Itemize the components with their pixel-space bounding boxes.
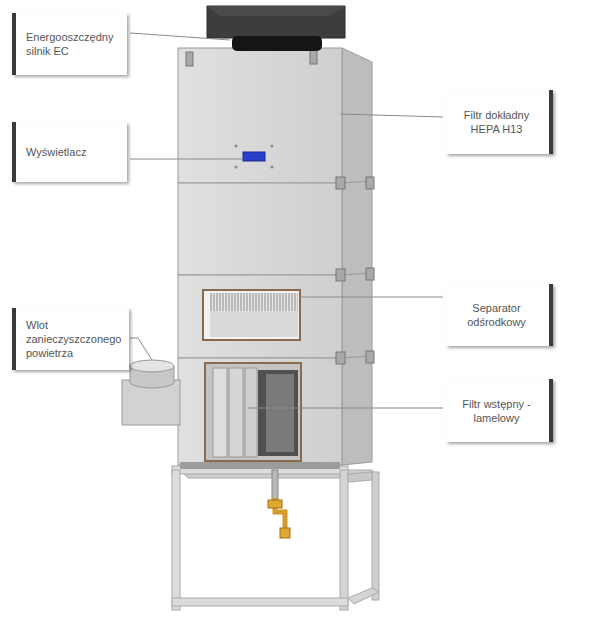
valve-body — [268, 500, 282, 508]
stand-bar — [348, 588, 379, 604]
stand-bar — [348, 472, 372, 482]
housing-section — [178, 275, 342, 358]
callout-box: Filtr dokładny HEPA H13 — [446, 90, 553, 154]
display-screen — [243, 152, 265, 161]
callout-label: Filtr dokładny HEPA H13 — [454, 108, 539, 136]
stand-leg — [372, 472, 379, 600]
leader-line — [130, 338, 152, 360]
leader-line — [248, 408, 443, 409]
housing-section — [178, 358, 342, 465]
leader-line — [300, 297, 443, 298]
latch — [336, 269, 345, 281]
inlet-opening — [130, 360, 174, 372]
lamella — [229, 368, 243, 457]
lamella — [245, 368, 257, 457]
latch — [186, 52, 193, 66]
latches — [186, 50, 374, 364]
prefilter-door — [205, 363, 301, 461]
separator-chamber — [210, 311, 298, 337]
motor-cap — [207, 6, 345, 38]
screw — [271, 145, 274, 148]
prefilter-cavity — [266, 374, 294, 452]
separator-grille — [210, 293, 298, 311]
housing-section — [178, 48, 342, 183]
screw — [271, 166, 274, 169]
leader-line — [130, 33, 230, 40]
separator-window — [203, 290, 300, 340]
stand-leg — [172, 470, 180, 610]
callout-box: Energooszczędny silnik EC — [12, 13, 127, 75]
display-screws — [235, 145, 274, 169]
callout-label: Filtr wstępny - lamelowy — [454, 397, 539, 425]
screw — [235, 145, 238, 148]
callout-box: Wyświetlacz — [12, 122, 127, 182]
callout-box: Wlot zanieczyszczonego powietrza — [12, 308, 129, 370]
leader-lines — [130, 33, 443, 408]
stand-leg — [340, 470, 348, 610]
drain-valve — [268, 470, 290, 538]
callout-label: Separator odśrodkowy — [454, 301, 539, 329]
screw — [235, 166, 238, 169]
leader-line — [130, 159, 242, 160]
latch — [366, 177, 374, 189]
callout-box: Separator odśrodkowy — [446, 284, 553, 346]
housing-section — [178, 183, 342, 275]
motor-base — [232, 36, 322, 51]
prefilter-cavity — [258, 370, 298, 456]
latch — [366, 351, 374, 363]
latch — [310, 50, 317, 64]
latch — [366, 268, 374, 280]
air-inlet — [122, 360, 180, 425]
stand-frame — [172, 466, 379, 610]
callout-label: Wyświetlacz — [26, 145, 119, 159]
bottom-tray — [180, 462, 340, 469]
leader-line — [340, 114, 443, 117]
housing-side — [342, 48, 372, 465]
drain-pipe — [272, 470, 278, 500]
latch — [336, 352, 345, 364]
latch — [336, 177, 345, 189]
callout-label: Wlot zanieczyszczonego powietrza — [26, 318, 121, 360]
motor-cap-top — [207, 6, 345, 16]
stand-bar — [172, 598, 348, 606]
lamella — [213, 368, 227, 457]
callout-label: Energooszczędny silnik EC — [26, 30, 119, 58]
valve-body — [280, 528, 290, 538]
callout-box: Filtr wstępny - lamelowy — [446, 379, 553, 442]
